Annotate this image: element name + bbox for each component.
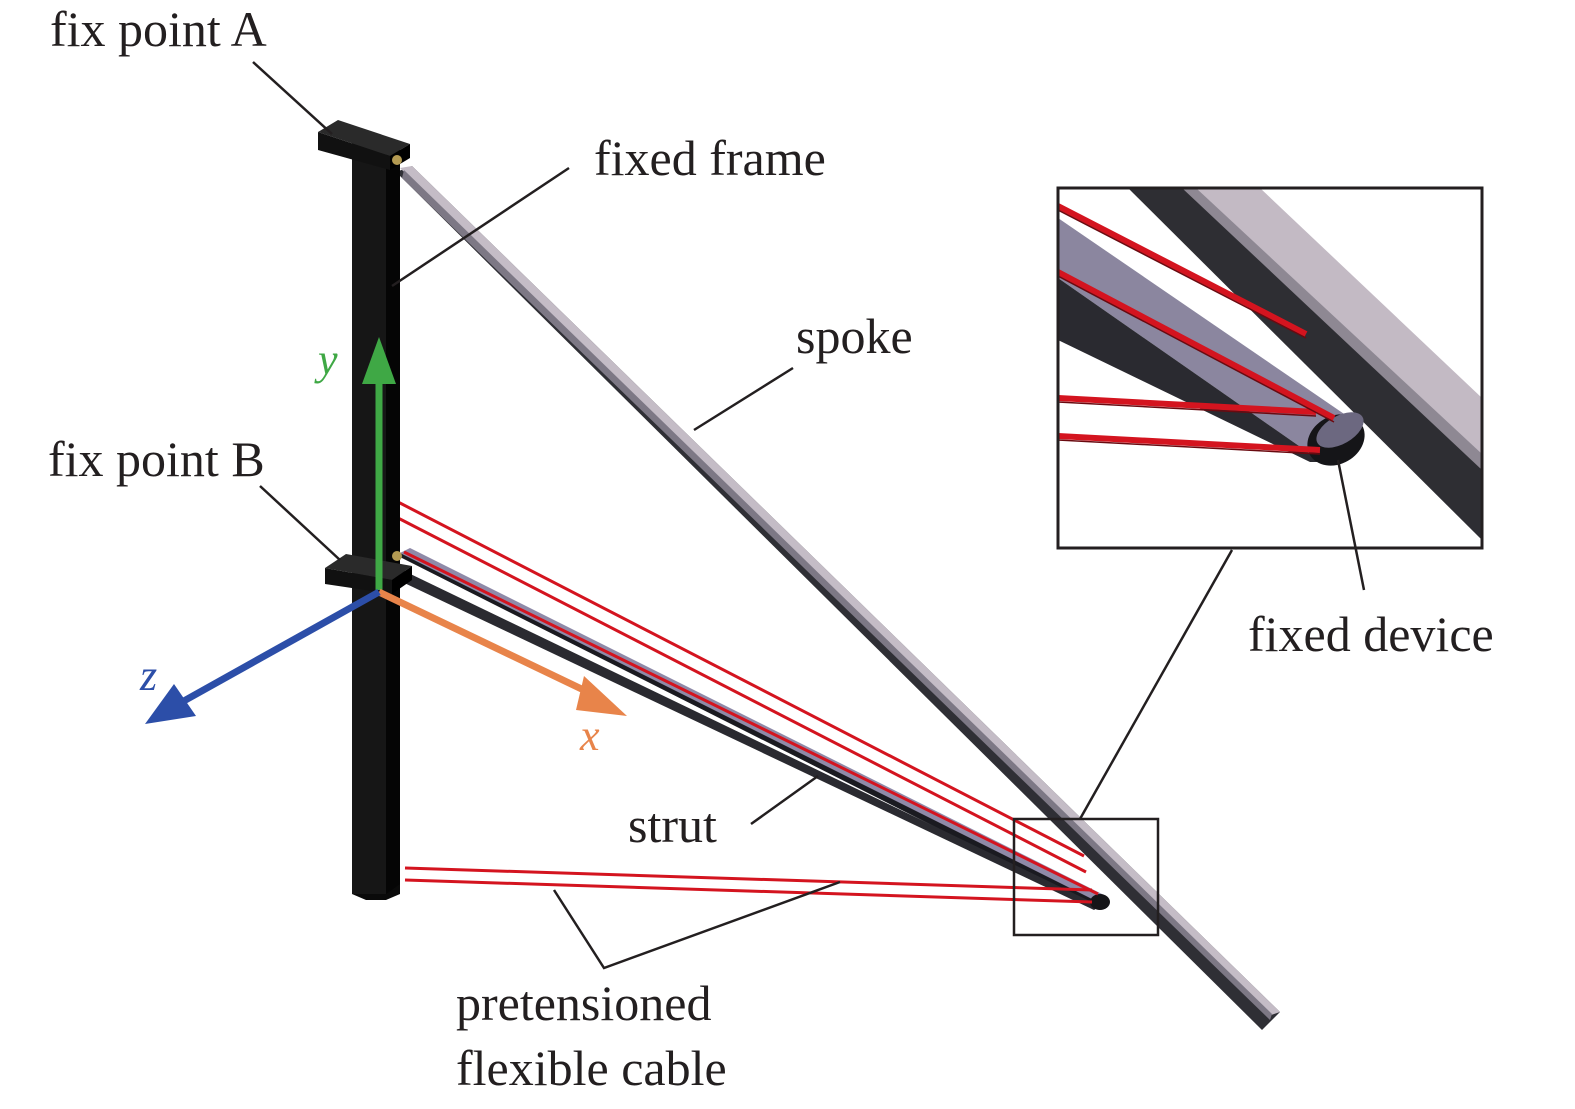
cable-strut-top <box>403 550 1099 896</box>
label-fix-point-a: fix point A <box>50 1 267 57</box>
detail-inset <box>1056 186 1484 550</box>
cable-lower-2 <box>404 878 1093 904</box>
leader-fixed-device <box>1336 459 1366 591</box>
leader-strut <box>750 774 819 826</box>
label-fixed-device: fixed device <box>1248 606 1494 662</box>
y-arrowhead-icon <box>362 337 396 384</box>
x-axis-arrow <box>377 588 594 698</box>
cable-upper-2 <box>397 516 1087 874</box>
label-cable-line2: flexible cable <box>456 1040 727 1096</box>
cable-group <box>397 500 1099 904</box>
leader-spoke <box>693 366 794 432</box>
label-spoke: spoke <box>796 308 913 364</box>
leader-lines <box>252 61 1366 970</box>
cable-lower-1 <box>404 866 1093 892</box>
detail-region-box <box>1012 817 1160 937</box>
leader-cable <box>552 880 841 970</box>
x-axis-label: x <box>579 711 600 760</box>
y-axis-label: y <box>314 335 338 384</box>
leader-fix-point-a <box>252 61 333 135</box>
z-axis-label: z <box>139 651 157 700</box>
leader-fixed-frame <box>391 166 570 288</box>
label-fix-point-b: fix point B <box>48 431 265 487</box>
label-fixed-frame: fixed frame <box>594 130 826 186</box>
spoke-bar <box>396 166 1280 1030</box>
leader-inset <box>1078 549 1234 820</box>
coordinate-axes: y x z <box>139 335 627 760</box>
fixed-frame <box>318 120 412 900</box>
z-arrowhead-icon <box>145 684 196 724</box>
x-arrowhead-icon <box>576 676 627 716</box>
z-axis-arrow <box>180 588 381 706</box>
leader-fix-point-b <box>259 485 341 561</box>
label-strut: strut <box>628 797 717 853</box>
cable-upper-1 <box>397 500 1085 858</box>
label-cable-line1: pretensioned <box>456 975 711 1031</box>
